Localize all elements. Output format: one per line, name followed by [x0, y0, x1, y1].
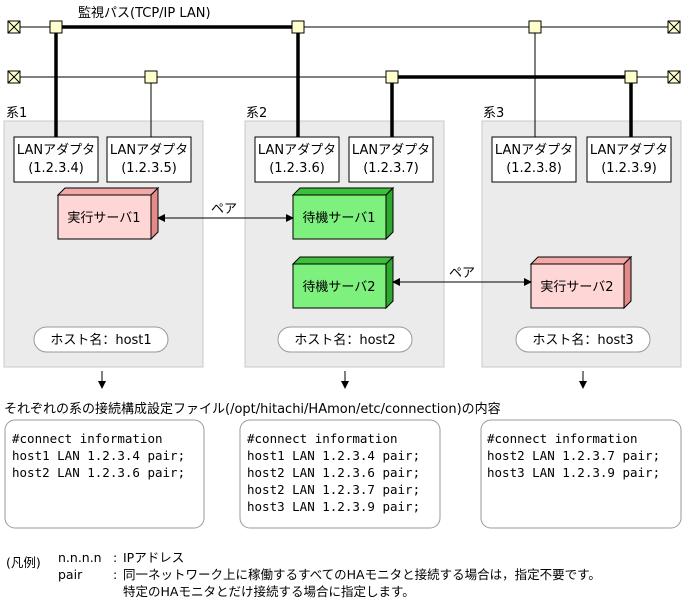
- monitor-path-label: 監視パス(TCP/IP LAN): [78, 5, 211, 21]
- pair-label: ペア: [449, 266, 475, 281]
- adapter-name: LANアダプタ: [352, 143, 430, 158]
- adapter-name: LANアダプタ: [110, 143, 188, 158]
- lan-adapter-box: [348, 136, 434, 183]
- legend-title: (凡例): [6, 555, 41, 570]
- legend-desc: 同一ネットワーク上に稼働するすべてのHAモニタと接続する場合は，指定不要です。: [123, 567, 601, 582]
- adapter-ip: (1.2.3.6): [269, 161, 325, 176]
- host-name-pill: [33, 326, 169, 353]
- host-name: ホスト名：host3: [532, 332, 633, 348]
- adapter-name: LANアダプタ: [590, 143, 668, 158]
- legend-desc: 特定のHAモニタとだけ接続する場合に指定します。: [123, 584, 415, 599]
- legend-term: pair: [58, 567, 83, 582]
- adapter-ip: (1.2.3.7): [363, 161, 419, 176]
- system-3-label: 系3: [483, 106, 504, 121]
- legend-term: n.n.n.n: [58, 550, 102, 565]
- pair-label: ペア: [211, 202, 237, 217]
- server-name: 待機サーバ2: [302, 280, 375, 295]
- system-1-label: 系1: [6, 106, 27, 121]
- config-line: #connect information: [487, 431, 638, 446]
- config-line: host3 LAN 1.2.3.9 pair;: [487, 465, 660, 480]
- lan-node: [291, 20, 305, 34]
- terminator-icon: [7, 70, 21, 84]
- lan-adapter-box: [106, 136, 192, 183]
- config-line: #connect information: [12, 431, 163, 446]
- lan-adapter-box: [491, 136, 577, 183]
- lan-adapter-box: [254, 136, 340, 183]
- config-line: host3 LAN 1.2.3.9 pair;: [247, 499, 420, 514]
- config-file-box: [4, 419, 205, 529]
- terminator-icon: [667, 70, 681, 84]
- adapter-name: LANアダプタ: [258, 143, 336, 158]
- host-name-pill: [515, 326, 651, 353]
- config-line: host2 LAN 1.2.3.6 pair;: [247, 465, 420, 480]
- host-name: ホスト名：host1: [50, 332, 151, 348]
- lan-node: [528, 20, 542, 34]
- host-name-pill: [277, 326, 413, 353]
- legend-colon: :: [113, 550, 118, 565]
- config-line: host2 LAN 1.2.3.7 pair;: [487, 448, 660, 463]
- config-file-box: [480, 419, 682, 529]
- config-line: host2 LAN 1.2.3.7 pair;: [247, 482, 420, 497]
- standby-server-box: [291, 186, 395, 241]
- server-name: 待機サーバ1: [302, 211, 375, 226]
- config-line: host1 LAN 1.2.3.4 pair;: [12, 448, 185, 463]
- server-name: 実行サーバ1: [67, 210, 140, 226]
- lan-adapter-box: [13, 136, 99, 183]
- system-2-label: 系2: [246, 106, 267, 121]
- adapter-name: LANアダプタ: [17, 143, 95, 158]
- lan-node: [624, 70, 638, 84]
- active-server-box: [56, 186, 160, 241]
- config-line: #connect information: [247, 431, 398, 446]
- config-caption: それぞれの系の接続構成設定ファイル(/opt/hitachi/HAmon/etc…: [4, 401, 501, 417]
- config-line: host1 LAN 1.2.3.4 pair;: [247, 448, 420, 463]
- adapter-ip: (1.2.3.4): [28, 161, 84, 176]
- host-name: ホスト名：host2: [294, 332, 395, 348]
- adapter-ip: (1.2.3.5): [121, 161, 177, 176]
- legend-desc: IPアドレス: [123, 550, 185, 565]
- terminator-icon: [667, 20, 681, 34]
- server-name: 実行サーバ2: [540, 279, 613, 295]
- lan-adapter-box: [586, 136, 672, 183]
- config-file-box: [239, 419, 441, 529]
- legend-colon: :: [113, 567, 118, 582]
- config-line: host2 LAN 1.2.3.6 pair;: [12, 465, 185, 480]
- lan-node: [385, 70, 399, 84]
- adapter-ip: (1.2.3.8): [506, 161, 562, 176]
- standby-server-box: [291, 255, 395, 310]
- terminator-icon: [7, 20, 21, 34]
- lan-node: [144, 70, 158, 84]
- adapter-ip: (1.2.3.9): [601, 161, 657, 176]
- active-server-box: [529, 255, 633, 310]
- lan-node: [49, 20, 63, 34]
- adapter-name: LANアダプタ: [495, 143, 573, 158]
